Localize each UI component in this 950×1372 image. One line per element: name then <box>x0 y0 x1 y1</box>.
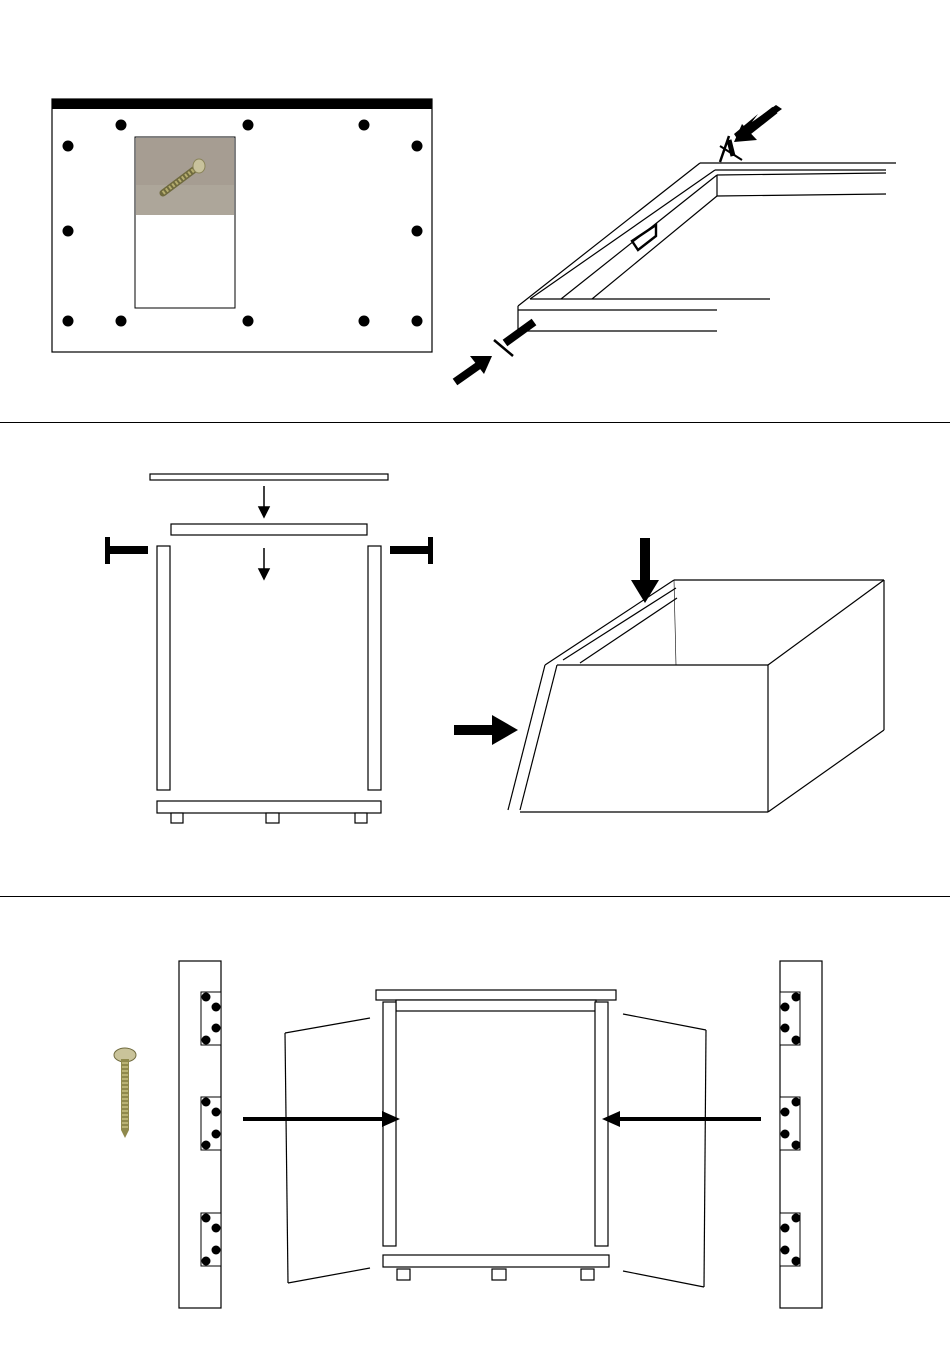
screw-icon <box>114 1048 136 1138</box>
cabinet-frame <box>376 990 616 1280</box>
rail-joint-detail <box>518 163 896 331</box>
side-rail-panel <box>780 961 822 1308</box>
push-arrow-icon <box>455 322 534 382</box>
step-2-diagram <box>0 423 950 896</box>
hole-pattern-board <box>52 99 432 352</box>
push-arrow-icon <box>720 105 782 162</box>
assembled-box-perspective <box>508 580 884 812</box>
push-arrow-icon <box>454 715 518 745</box>
step-2-panel <box>0 423 950 896</box>
side-panel-left <box>285 1018 370 1283</box>
push-arrow-icon <box>243 1111 400 1127</box>
screw-photo <box>136 138 234 215</box>
push-arrow-icon <box>602 1111 761 1127</box>
side-panel-right <box>623 1014 706 1287</box>
step-1-panel <box>0 0 950 422</box>
step-1-diagram <box>0 0 950 422</box>
step-3-diagram <box>0 897 950 1372</box>
frame-exploded-view <box>150 474 388 823</box>
step-3-panel <box>0 897 950 1372</box>
side-rail-panel <box>179 961 221 1308</box>
t-clamp-icon <box>105 537 433 564</box>
